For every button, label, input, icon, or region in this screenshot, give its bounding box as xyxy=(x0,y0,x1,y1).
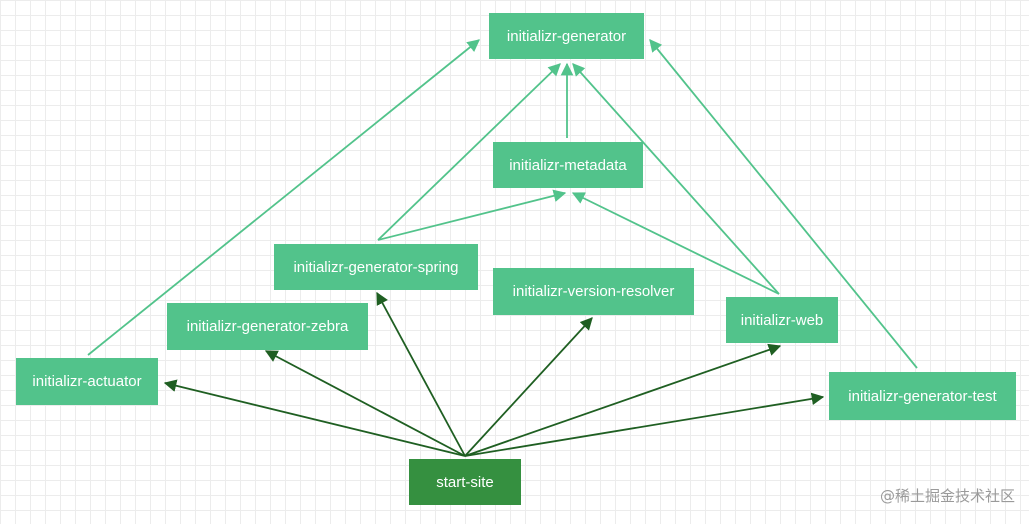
node-label: initializr-web xyxy=(740,311,824,329)
node-label: start-site xyxy=(436,473,494,491)
edge-actuator-to-generator xyxy=(87,39,480,356)
edge-start-to-actuator xyxy=(163,379,466,457)
node-initializr-version-resolver: initializr-version-resolver xyxy=(493,268,694,315)
node-initializr-metadata: initializr-metadata xyxy=(493,142,643,188)
edge-start-to-test xyxy=(464,392,825,457)
node-initializr-actuator: initializr-actuator xyxy=(16,358,158,405)
edge-test-to-generator xyxy=(649,39,918,369)
edge-start-to-zebra xyxy=(264,350,466,457)
node-initializr-generator-test: initializr-generator-test xyxy=(829,372,1016,420)
node-initializr-generator-spring: initializr-generator-spring xyxy=(274,244,478,290)
node-start-site: start-site xyxy=(409,459,521,505)
edge-web-to-generator xyxy=(572,63,780,295)
node-initializr-generator: initializr-generator xyxy=(489,13,644,59)
node-label: initializr-metadata xyxy=(509,156,627,174)
node-label: initializr-generator-test xyxy=(848,387,997,405)
watermark: @稀土掘金技术社区 xyxy=(879,487,1015,505)
node-initializr-generator-zebra: initializr-generator-zebra xyxy=(167,303,368,350)
edge-start-to-version-resolver xyxy=(464,317,593,457)
edge-web-to-metadata xyxy=(571,192,780,295)
edge-start-to-spring xyxy=(376,291,466,457)
edge-spring-to-metadata xyxy=(377,189,567,241)
edge-start-to-web xyxy=(464,343,782,457)
node-label: initializr-version-resolver xyxy=(512,283,675,300)
node-label: initializr-actuator xyxy=(32,373,142,390)
node-initializr-web: initializr-web xyxy=(726,297,838,343)
edge-spring-to-generator xyxy=(377,63,561,241)
node-label: initializr-generator-spring xyxy=(293,258,459,276)
node-label: initializr-generator-zebra xyxy=(186,318,349,335)
node-label: initializr-generator xyxy=(506,27,627,45)
